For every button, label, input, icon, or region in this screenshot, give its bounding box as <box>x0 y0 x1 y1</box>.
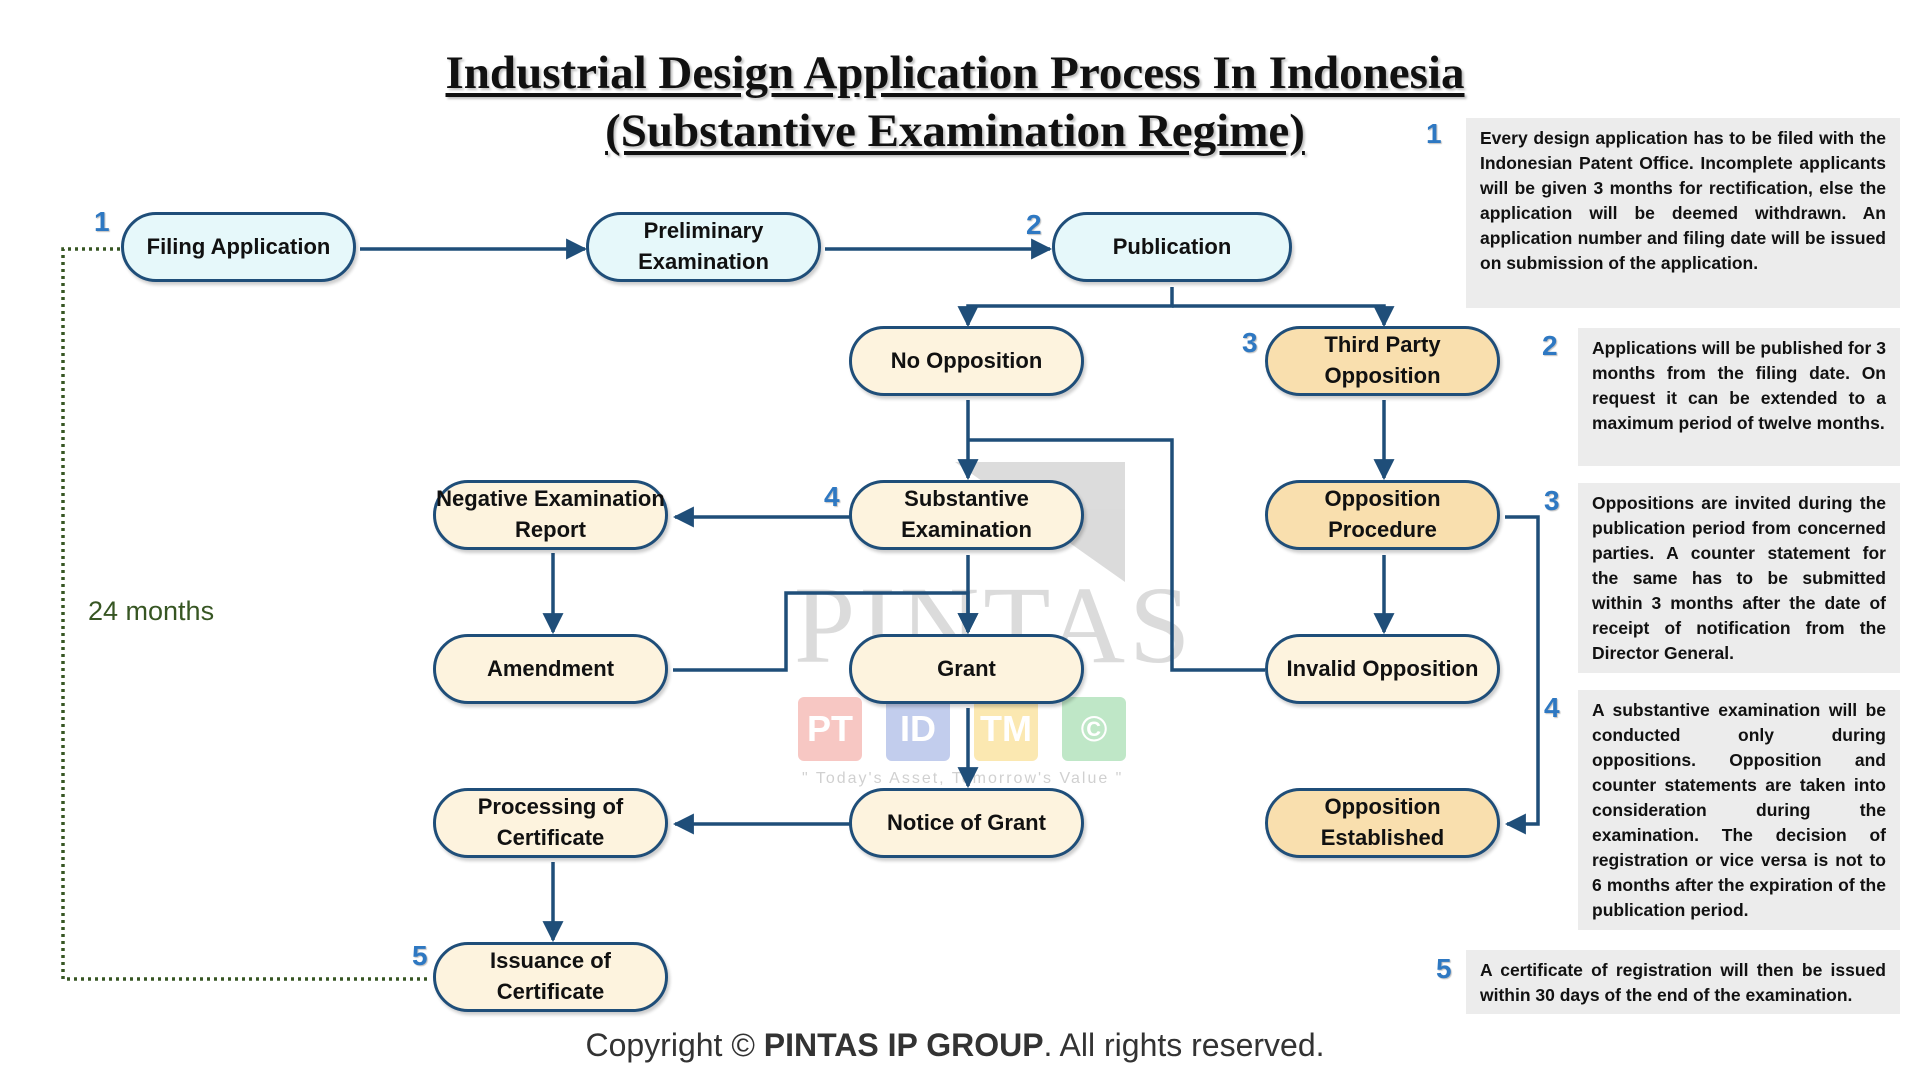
copyright-suffix: . All rights reserved. <box>1043 1027 1325 1063</box>
watermark-tile-id: ID <box>886 697 950 761</box>
step-number-1: 1 <box>94 206 110 237</box>
node-third-party-opposition: Third Party Opposition <box>1265 326 1500 396</box>
line-no-opposition-to-invalid <box>968 438 1265 672</box>
copyright-notice: Copyright © PINTAS IP GROUP. All rights … <box>0 1027 1910 1064</box>
step-number-2: 2 <box>1026 209 1042 240</box>
note-4: A substantive examination will be conduc… <box>1578 690 1900 930</box>
node-grant: Grant <box>849 634 1084 704</box>
copyright-brand: PINTAS IP GROUP <box>763 1027 1044 1063</box>
watermark-tile-pt: PT <box>798 697 862 761</box>
arrow-publication-to-third-party <box>1172 304 1395 328</box>
note-number-5: 5 <box>1436 953 1452 984</box>
node-preliminary-examination: Preliminary Examination <box>586 212 821 282</box>
step-number-3: 3 <box>1242 327 1258 358</box>
node-issuance-of-certificate: Issuance of Certificate <box>433 942 668 1012</box>
timeline-24-months-line <box>61 247 430 981</box>
note-3: Oppositions are invited during the publi… <box>1578 483 1900 673</box>
node-no-opposition: No Opposition <box>849 326 1084 396</box>
arrow-opposition-procedure-to-established <box>1504 515 1540 835</box>
note-2: Applications will be published for 3 mon… <box>1578 328 1900 466</box>
note-number-4: 4 <box>1544 692 1560 723</box>
node-negative-examination-report: Negative Examination Report <box>433 480 668 550</box>
note-1: Every design application has to be filed… <box>1466 118 1900 308</box>
copyright-prefix: Copyright © <box>585 1027 764 1063</box>
note-5: A certificate of registration will then … <box>1466 950 1900 1014</box>
node-processing-of-certificate: Processing of Certificate <box>433 788 668 858</box>
node-invalid-opposition: Invalid Opposition <box>1265 634 1500 704</box>
node-publication: Publication <box>1052 212 1292 282</box>
arrow-publication-to-no-opposition <box>957 287 1174 328</box>
note-number-1: 1 <box>1426 118 1442 149</box>
node-notice-of-grant: Notice of Grant <box>849 788 1084 858</box>
watermark-tile-tm: TM <box>974 697 1038 761</box>
title-line-1: Industrial Design Application Process In… <box>445 47 1465 99</box>
note-number-3: 3 <box>1544 485 1560 516</box>
node-opposition-established: Opposition Established <box>1265 788 1500 858</box>
note-number-2: 2 <box>1542 330 1558 361</box>
title-line-2: (Substantive Examination Regime) <box>605 105 1305 157</box>
node-substantive-examination: Substantive Examination <box>849 480 1084 550</box>
step-number-5: 5 <box>412 940 428 971</box>
step-number-4: 4 <box>824 481 840 512</box>
node-amendment: Amendment <box>433 634 668 704</box>
timeline-label: 24 months <box>88 596 215 626</box>
node-opposition-procedure: Opposition Procedure <box>1265 480 1500 550</box>
watermark-tile-copyright: © <box>1062 697 1126 761</box>
node-filing-application: Filing Application <box>121 212 356 282</box>
